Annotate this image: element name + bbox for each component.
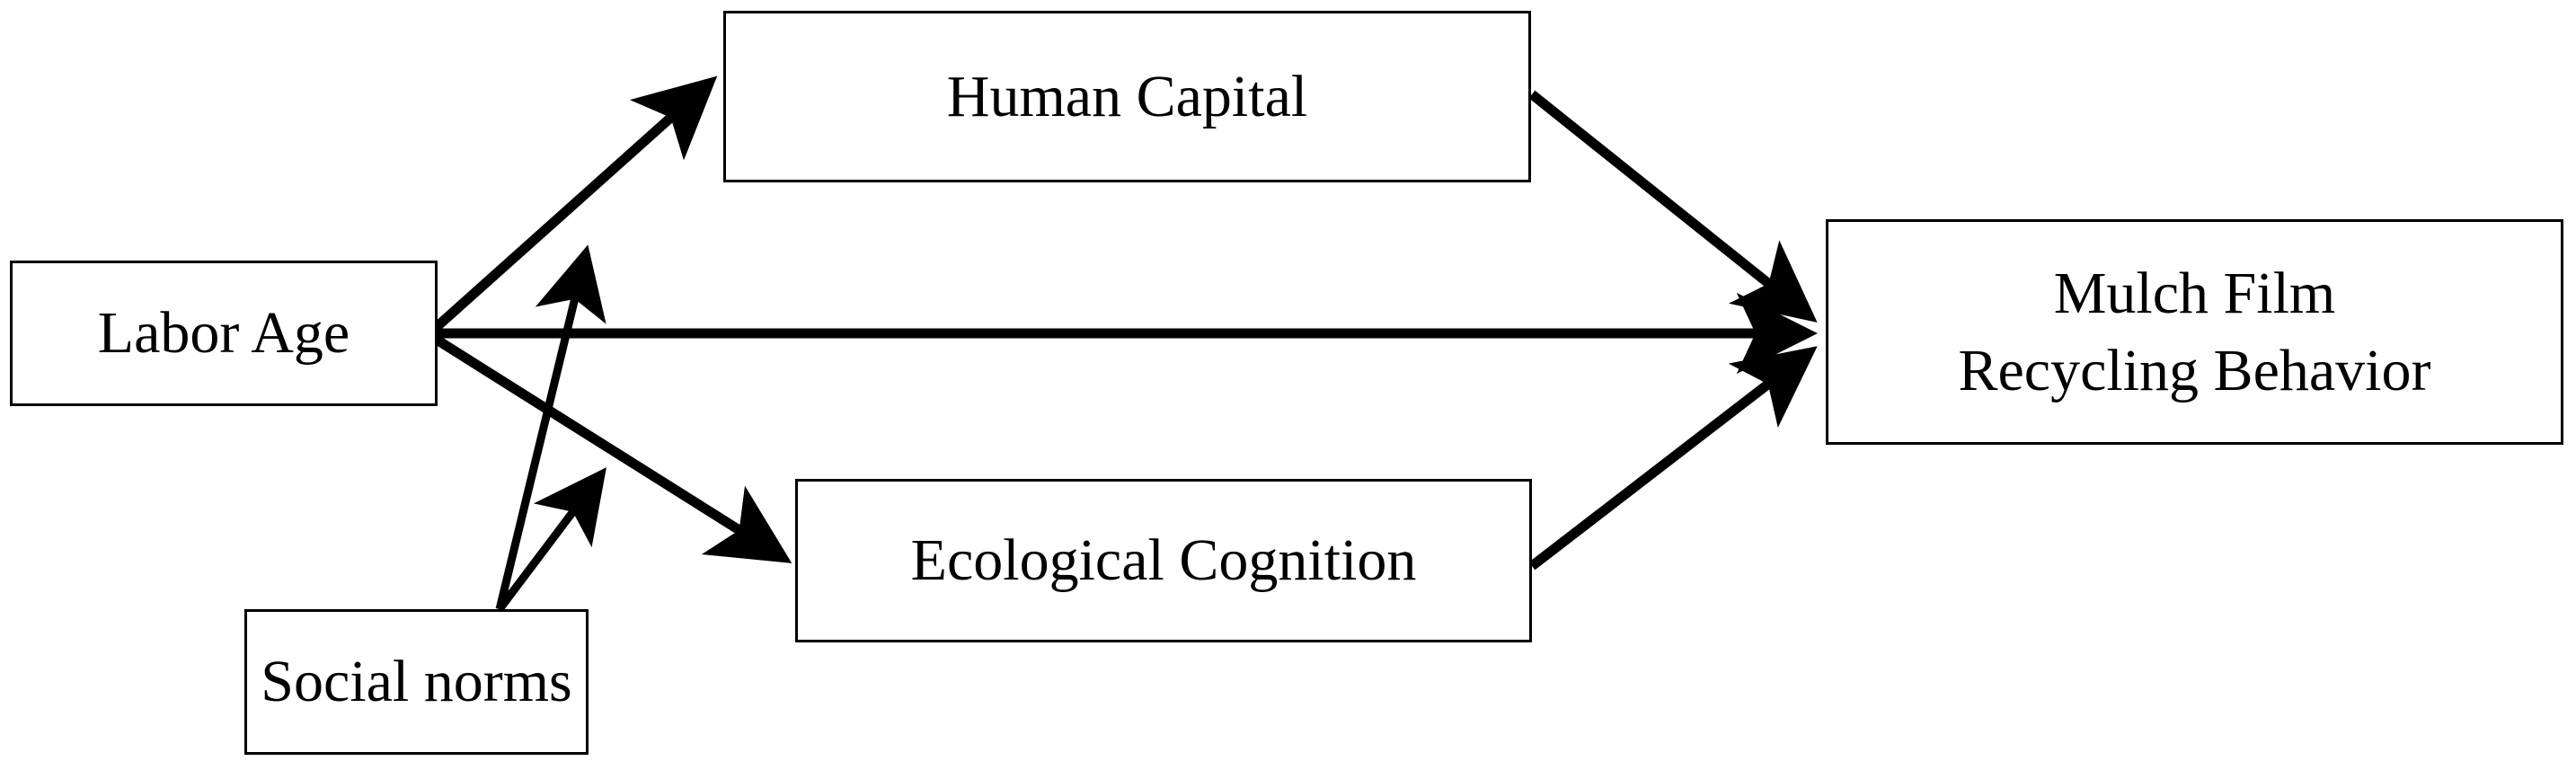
node-labor-age[interactable]: Labor Age xyxy=(10,261,438,406)
node-mulch-film-recycling-behavior-label: Mulch Film Recycling Behavior xyxy=(1958,260,2431,403)
edge-social-norms-moderates-ecological-cognition-path xyxy=(496,467,606,612)
node-ecological-cognition[interactable]: Ecological Cognition xyxy=(795,479,1532,642)
node-human-capital[interactable]: Human Capital xyxy=(723,11,1531,182)
node-ecological-cognition-label: Ecological Cognition xyxy=(910,527,1417,594)
node-mulch-film-recycling-behavior[interactable]: Mulch Film Recycling Behavior xyxy=(1826,219,2563,445)
edge-social-norms-moderates-human-capital-path xyxy=(495,244,606,611)
node-social-norms[interactable]: Social norms xyxy=(244,609,589,755)
node-labor-age-label: Labor Age xyxy=(97,300,350,367)
edge-labor-age-to-human-capital xyxy=(426,75,718,338)
edge-human-capital-to-outcome xyxy=(1528,90,1818,323)
node-social-norms-label: Social norms xyxy=(261,649,572,715)
edge-ecological-cognition-to-outcome xyxy=(1528,346,1818,571)
edge-labor-age-to-ecological-cognition xyxy=(427,331,792,563)
node-human-capital-label: Human Capital xyxy=(946,63,1308,129)
